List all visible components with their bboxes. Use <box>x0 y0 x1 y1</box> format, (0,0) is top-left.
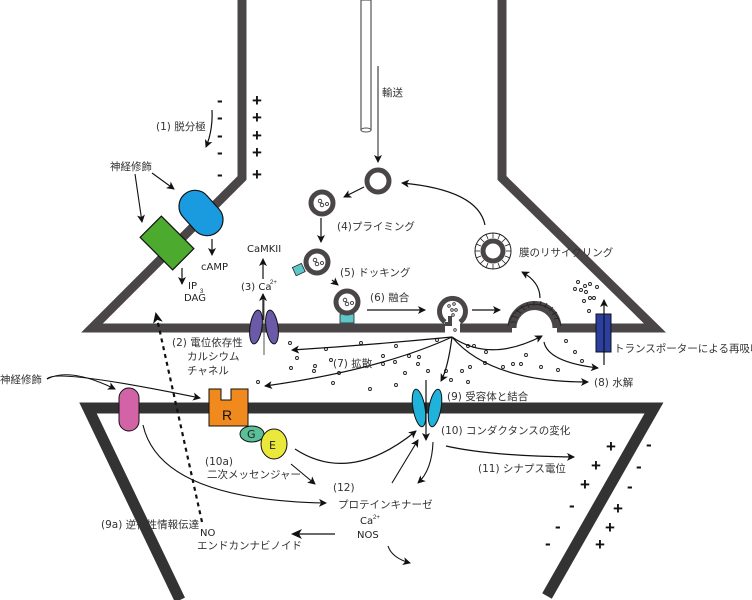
fusing-vesicle <box>437 295 468 332</box>
retrograde-dashed-arrow <box>153 312 204 523</box>
primed-vesicle <box>291 248 331 277</box>
membrane-recycling-label: 膜のリサイクリング <box>519 246 614 259</box>
protein-kinase-number: (12) <box>333 482 355 494</box>
svg-text:-: - <box>555 517 561 536</box>
svg-text:-: - <box>627 477 633 496</box>
docking-label: (5) ドッキング <box>340 266 411 279</box>
svg-text:E: E <box>269 439 276 452</box>
svg-text:+: + <box>591 456 601 475</box>
nos-downstream-arrow <box>387 545 411 565</box>
neuromod-post-arrow-2 <box>46 375 201 401</box>
synaptic-potential-arrow <box>445 445 575 461</box>
neurotransmitter-molecules <box>256 280 599 391</box>
protein-kinase-label: プロテインキナーゼ <box>338 499 433 511</box>
ca-post-superscript: 2+ <box>373 515 380 521</box>
depolarization-label: (1) 脱分極 <box>156 120 206 133</box>
svg-text:-: - <box>217 126 223 145</box>
neuromod-arrow-to-green <box>134 173 145 223</box>
receptor-to-kinase-arrow <box>417 441 434 484</box>
no-label: NO <box>200 528 215 539</box>
svg-text:-: - <box>217 91 223 110</box>
ionotropic-receptor <box>411 380 443 441</box>
svg-text:-: - <box>545 534 551 553</box>
synaptic-potential-label: (11) シナプス電位 <box>478 462 566 475</box>
postsynaptic-channel-pink <box>118 387 140 432</box>
priming-label: (4)プライミング <box>337 220 415 233</box>
effector: E <box>260 428 288 460</box>
svg-text:+: + <box>252 165 262 184</box>
transporter-reuptake-label: トランスポーターによる再吸収 <box>614 343 752 355</box>
receptor-r-label: R <box>222 407 232 423</box>
second-messenger-arrow <box>290 463 316 485</box>
clathrin-coated-pit <box>507 300 562 329</box>
svg-text:+: + <box>252 126 262 145</box>
presynaptic-receptor-green <box>139 215 195 271</box>
effector-to-receptor-arrow <box>294 430 417 464</box>
svg-text:+: + <box>613 499 623 518</box>
svg-text:-: - <box>217 165 223 184</box>
vesicle-to-filled-arrow <box>343 186 365 198</box>
ca-superscript: 2+ <box>270 280 277 286</box>
vgcc-label-line2: カルシウム <box>187 351 240 363</box>
empty-vesicle <box>364 167 392 195</box>
presynaptic-charge-signs: - - - - - + + + + + <box>217 91 262 184</box>
retrograde-label: (9a) 逆行性情報伝達 <box>101 518 200 531</box>
second-messenger-number: (10a) <box>205 456 233 468</box>
svg-text:-: - <box>217 108 223 127</box>
svg-text:G: G <box>247 428 256 441</box>
presynaptic-gpcr-blue <box>178 189 224 237</box>
svg-text:-: - <box>646 435 652 454</box>
svg-text:+: + <box>252 108 262 127</box>
docking-arrow <box>330 277 339 286</box>
second-messenger-label: 二次メッセンジャー <box>207 468 301 481</box>
kinase-to-receptor-arrow <box>391 439 419 484</box>
ip3-label: IP <box>188 281 197 292</box>
postsynaptic-charge-signs: + + + - - - - - - + + + <box>545 435 652 554</box>
diffusion-arrows <box>264 335 599 389</box>
neuromodulator-pre-label: 神経修飾 <box>110 160 152 173</box>
reuptake-transporter <box>595 299 612 365</box>
camp-label: cAMP <box>201 262 228 273</box>
neuromod-arrow-to-blue <box>151 172 175 190</box>
svg-text:-: - <box>569 496 575 515</box>
ca-post-label: Ca <box>360 516 373 527</box>
recycling-return-arrow <box>401 179 486 226</box>
camkii-label: CaMKII <box>247 244 281 255</box>
endocannabinoid-label: エンドカンナビノイド <box>197 540 302 552</box>
transport-label: 輸送 <box>382 86 403 99</box>
depolarization-arrow <box>204 109 213 148</box>
vgcc-label-line3: チャネル <box>187 365 229 377</box>
svg-text:+: + <box>252 91 262 110</box>
metabotropic-receptor: R <box>208 388 249 427</box>
diffusion-label: (7) 拡散 <box>333 357 373 370</box>
dag-label: DAG <box>184 293 206 304</box>
g-protein: G <box>239 425 265 443</box>
postsynaptic-membrane <box>79 402 664 600</box>
conductance-change-label: (10) コンダクタンスの変化 <box>441 424 571 437</box>
ip3-subscript: 3 <box>200 289 204 295</box>
filled-vesicle <box>308 189 336 217</box>
fusion-label: (6) 融合 <box>370 291 410 304</box>
svg-text:+: + <box>605 518 615 537</box>
svg-text:-: - <box>636 457 642 476</box>
receptor-binding-label: (9) 受容体と結合 <box>447 390 529 403</box>
recycling-up-arrow <box>521 271 541 299</box>
recycling-vesicle <box>474 232 512 270</box>
svg-text:+: + <box>606 437 616 456</box>
docked-vesicle <box>333 288 361 324</box>
ca-step-label: (3) Ca <box>241 282 271 293</box>
neuromodulator-post-label: 神経修飾 <box>0 373 42 386</box>
vgcc-label-line1: (2) 電位依存性 <box>172 336 243 349</box>
svg-text:+: + <box>252 143 262 162</box>
hydrolysis-label: (8) 水解 <box>594 376 634 389</box>
svg-text:+: + <box>595 535 605 554</box>
svg-text:-: - <box>217 143 223 162</box>
svg-text:+: + <box>580 475 590 494</box>
microtubule <box>360 0 372 133</box>
channel-to-kinase-arrow <box>142 424 327 507</box>
voltage-gated-calcium-channel <box>249 300 279 355</box>
nos-label: NOS <box>357 530 379 541</box>
